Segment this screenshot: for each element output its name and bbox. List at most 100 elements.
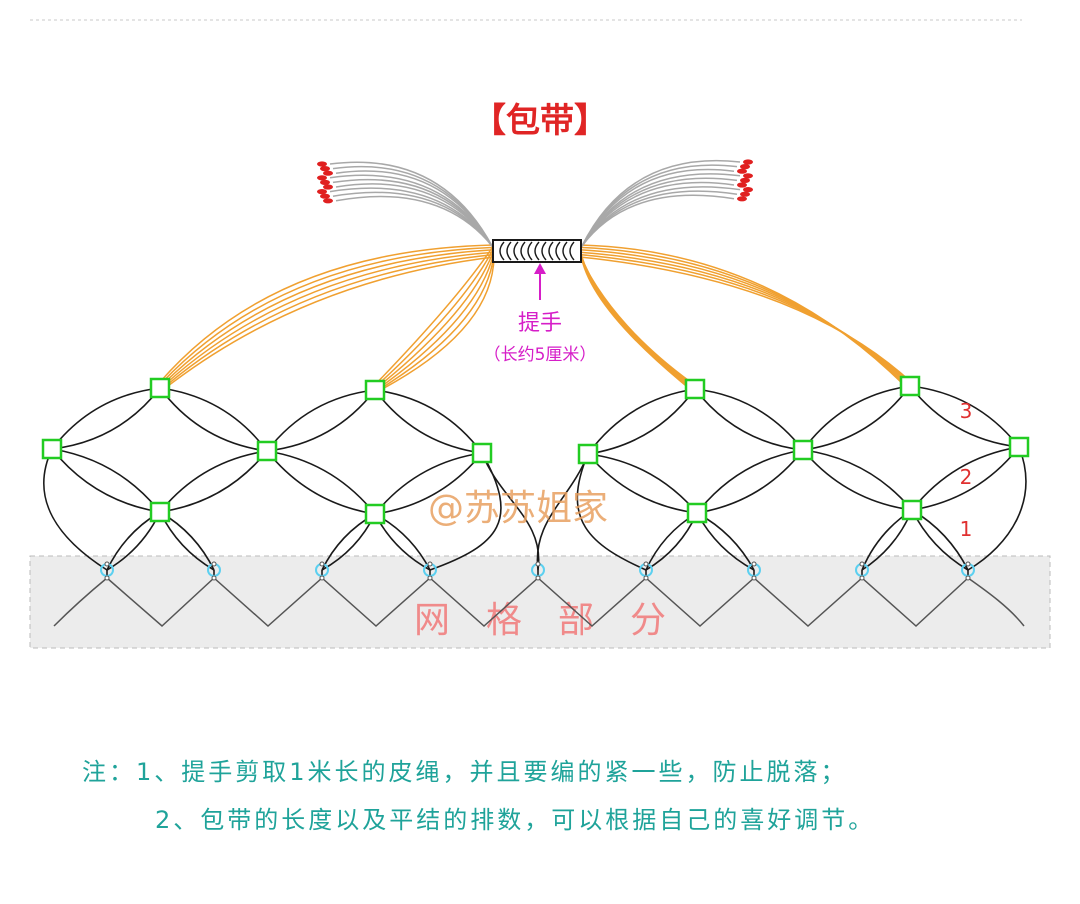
cord-line	[587, 453, 698, 514]
cord-line	[159, 387, 268, 452]
strand-inner-right	[579, 244, 691, 390]
cord-line	[536, 453, 589, 571]
bead-icon	[317, 161, 327, 167]
strand-inner-left	[375, 252, 495, 391]
note-line-2: 2、包带的长度以及平结的排数，可以根据自己的喜好调节。	[155, 800, 875, 835]
ring-bottom-dot	[535, 575, 541, 581]
handle-coil	[499, 241, 505, 261]
bead-icon	[740, 164, 750, 170]
mesh-label: 网 格 部 分	[414, 600, 666, 641]
ring-top-dot	[319, 561, 325, 567]
cord-line	[696, 449, 804, 514]
handle-wrap	[492, 239, 582, 263]
strand-outer-left	[158, 249, 495, 389]
knot-square-icon	[577, 443, 599, 465]
knot-square-icon	[792, 439, 814, 461]
mesh-region	[29, 555, 1051, 649]
cord-line	[374, 389, 483, 454]
bead-icon	[320, 179, 330, 185]
note-prefix: 注：	[82, 758, 136, 786]
knot-square-icon	[471, 442, 493, 464]
strand-outer-left	[162, 253, 495, 389]
handle-sublabel: （长约5厘米）	[484, 345, 597, 365]
cord-line	[587, 388, 696, 455]
strand-outer-right	[579, 251, 912, 387]
ring-top-dot	[104, 561, 110, 567]
cord-line	[696, 449, 804, 514]
strand-top-left	[335, 195, 493, 247]
cord-line	[576, 453, 647, 571]
knot-square-icon	[901, 499, 923, 521]
bead-icon	[323, 184, 333, 190]
bead-icon	[323, 170, 333, 176]
cord-line	[374, 452, 483, 515]
arrow-up-icon	[534, 263, 546, 300]
bead-icon	[317, 189, 327, 195]
bead-icon	[740, 191, 750, 197]
strand-inner-left	[373, 249, 495, 391]
knot-square-icon	[41, 438, 63, 460]
row-number-1: 1	[960, 517, 973, 541]
handle-coil	[548, 241, 554, 261]
bead-icon	[320, 193, 330, 199]
cord-line	[802, 385, 911, 451]
knot-square-icon	[149, 501, 171, 523]
ring-top-dot	[859, 561, 865, 567]
cord-line	[266, 389, 376, 452]
strand-outer-right	[579, 253, 914, 387]
handle-coil	[513, 241, 519, 261]
strand-inner-right	[579, 249, 695, 390]
ring-bottom-dot	[427, 575, 433, 581]
cord-line	[587, 388, 696, 455]
bead-icon	[320, 166, 330, 172]
handle-coil	[562, 241, 568, 261]
ring-bottom-dot	[319, 575, 325, 581]
knot-square-icon	[899, 375, 921, 397]
bead-icon	[743, 173, 753, 179]
strand-inner-left	[380, 256, 495, 391]
strand-outer-right	[579, 249, 910, 387]
knot-square-icon	[364, 379, 386, 401]
bead-group	[317, 159, 753, 204]
knot-square-icon	[364, 503, 386, 525]
cord-line	[909, 385, 1020, 448]
ring-bottom-dot	[643, 575, 649, 581]
handle-coil	[541, 241, 547, 261]
cord-line	[266, 450, 376, 515]
handle-coil	[555, 241, 561, 261]
cord-line	[51, 448, 161, 513]
watermark: @苏苏姐家	[428, 488, 608, 529]
cord-line	[374, 452, 483, 515]
bead-icon	[737, 182, 747, 188]
handle-coil	[534, 241, 540, 261]
strand-top-right	[581, 194, 735, 247]
handle-coil	[527, 241, 533, 261]
grey-strand-group	[329, 159, 741, 247]
cord-line	[374, 389, 483, 454]
strand-inner-right	[579, 256, 701, 390]
cord-line	[967, 446, 1027, 571]
black-cord-group	[43, 385, 1027, 578]
cord-line	[43, 448, 108, 571]
ring-bottom-dot	[104, 575, 110, 581]
cord-line	[266, 450, 376, 515]
cord-line	[911, 446, 1020, 511]
strand-inner-left	[377, 254, 495, 391]
orange-strand-group	[154, 244, 916, 391]
cord-line	[802, 449, 913, 511]
ring-top-dot	[211, 561, 217, 567]
cord-line	[429, 452, 502, 571]
handle-body	[492, 239, 582, 263]
cord-line	[587, 453, 698, 514]
bead-icon	[740, 177, 750, 183]
note-line-1: 注：1、提手剪取1米长的皮绳，并且要编的紧一些，防止脱落；	[82, 752, 848, 787]
ring-top-dot	[751, 561, 757, 567]
mesh-left-curve	[53, 577, 108, 627]
strand-outer-left	[160, 251, 495, 389]
handle-label: 提手	[518, 311, 562, 336]
cord-line	[51, 387, 161, 450]
handle-coils	[499, 241, 575, 261]
diagram-title: 【包带】	[472, 101, 608, 141]
knot-square-icon	[256, 440, 278, 462]
